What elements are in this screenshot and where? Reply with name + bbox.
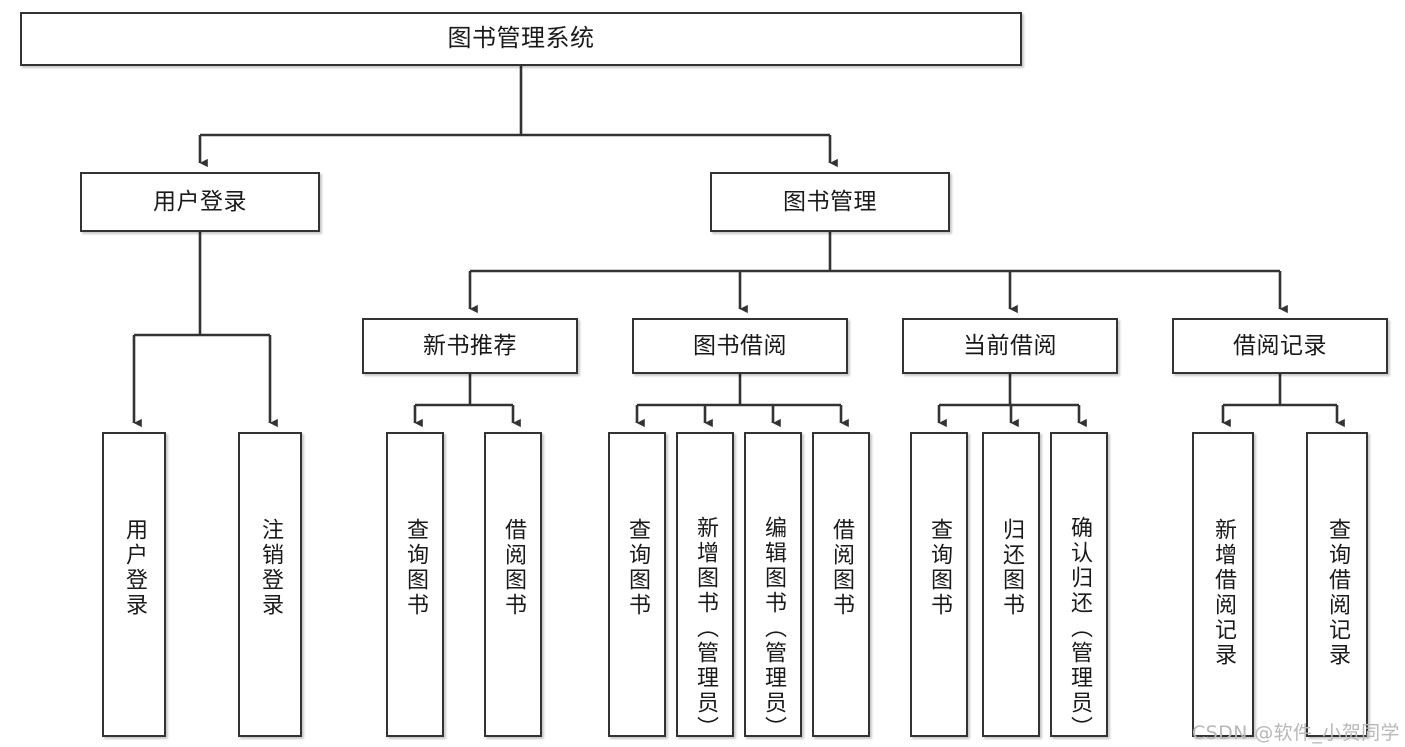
edge-borrowrecord-to-leaves	[1221, 374, 1345, 428]
edge-userlogin-to-leaves	[132, 232, 278, 428]
node-user-login[interactable]: 用户登录	[80, 172, 320, 232]
node-leaf-add-record-label: 新增借阅记录	[1211, 518, 1236, 668]
node-new-book-rec-label: 新书推荐	[423, 332, 517, 359]
edge-bookborrow-to-leaves	[635, 374, 849, 428]
node-leaf-add-record[interactable]: 新增借阅记录	[1192, 432, 1254, 737]
node-leaf-borrow-book-1-label: 借阅图书	[501, 518, 526, 618]
node-leaf-query-book-2[interactable]: 查询图书	[608, 432, 666, 737]
node-leaf-query-book-1[interactable]: 查询图书	[386, 432, 444, 737]
node-leaf-add-book-label: 新增图书（管理员）	[693, 516, 718, 741]
node-book-borrow[interactable]: 图书借阅	[632, 318, 848, 374]
node-book-manage[interactable]: 图书管理	[710, 172, 950, 232]
node-leaf-return-book[interactable]: 归还图书	[982, 432, 1040, 737]
node-borrow-record-label: 借阅记录	[1233, 332, 1327, 359]
node-root-label: 图书管理系统	[447, 24, 595, 53]
node-current-borrow[interactable]: 当前借阅	[902, 318, 1118, 374]
node-leaf-user-login-label: 用户登录	[122, 518, 147, 618]
node-user-login-label: 用户登录	[153, 188, 247, 215]
node-leaf-query-book-2-label: 查询图书	[625, 518, 650, 618]
node-leaf-query-book-3[interactable]: 查询图书	[910, 432, 968, 737]
edge-bookmanage-to-tier3	[468, 232, 1288, 314]
node-leaf-edit-book-label: 编辑图书（管理员）	[761, 516, 786, 741]
node-book-borrow-label: 图书借阅	[693, 332, 787, 359]
node-leaf-query-book-3-label: 查询图书	[927, 518, 952, 618]
node-leaf-query-record[interactable]: 查询借阅记录	[1306, 432, 1368, 737]
node-borrow-record[interactable]: 借阅记录	[1172, 318, 1388, 374]
edge-root-to-tier2	[198, 66, 838, 168]
edge-newbookrec-to-leaves	[413, 374, 521, 428]
node-leaf-confirm-return-label: 确认归还（管理员）	[1067, 516, 1092, 741]
node-leaf-user-login[interactable]: 用户登录	[102, 432, 166, 737]
node-leaf-logout-label: 注销登录	[258, 518, 283, 618]
node-root[interactable]: 图书管理系统	[20, 12, 1022, 66]
node-leaf-borrow-book-1[interactable]: 借阅图书	[484, 432, 542, 737]
node-leaf-edit-book[interactable]: 编辑图书（管理员）	[744, 432, 802, 741]
node-leaf-query-record-label: 查询借阅记录	[1325, 518, 1350, 668]
node-leaf-confirm-return[interactable]: 确认归还（管理员）	[1050, 432, 1108, 741]
node-leaf-logout[interactable]: 注销登录	[238, 432, 302, 737]
node-book-manage-label: 图书管理	[783, 188, 877, 215]
node-leaf-query-book-1-label: 查询图书	[403, 518, 428, 618]
node-leaf-borrow-book-2[interactable]: 借阅图书	[812, 432, 870, 737]
node-leaf-return-book-label: 归还图书	[999, 518, 1024, 618]
node-leaf-add-book[interactable]: 新增图书（管理员）	[676, 432, 734, 741]
node-current-borrow-label: 当前借阅	[963, 332, 1057, 359]
node-new-book-rec[interactable]: 新书推荐	[362, 318, 578, 374]
node-leaf-borrow-book-2-label: 借阅图书	[829, 518, 854, 618]
edge-currentborrow-to-leaves	[937, 374, 1087, 428]
csdn-watermark: CSDN @软件_小贺同学	[1192, 722, 1400, 744]
